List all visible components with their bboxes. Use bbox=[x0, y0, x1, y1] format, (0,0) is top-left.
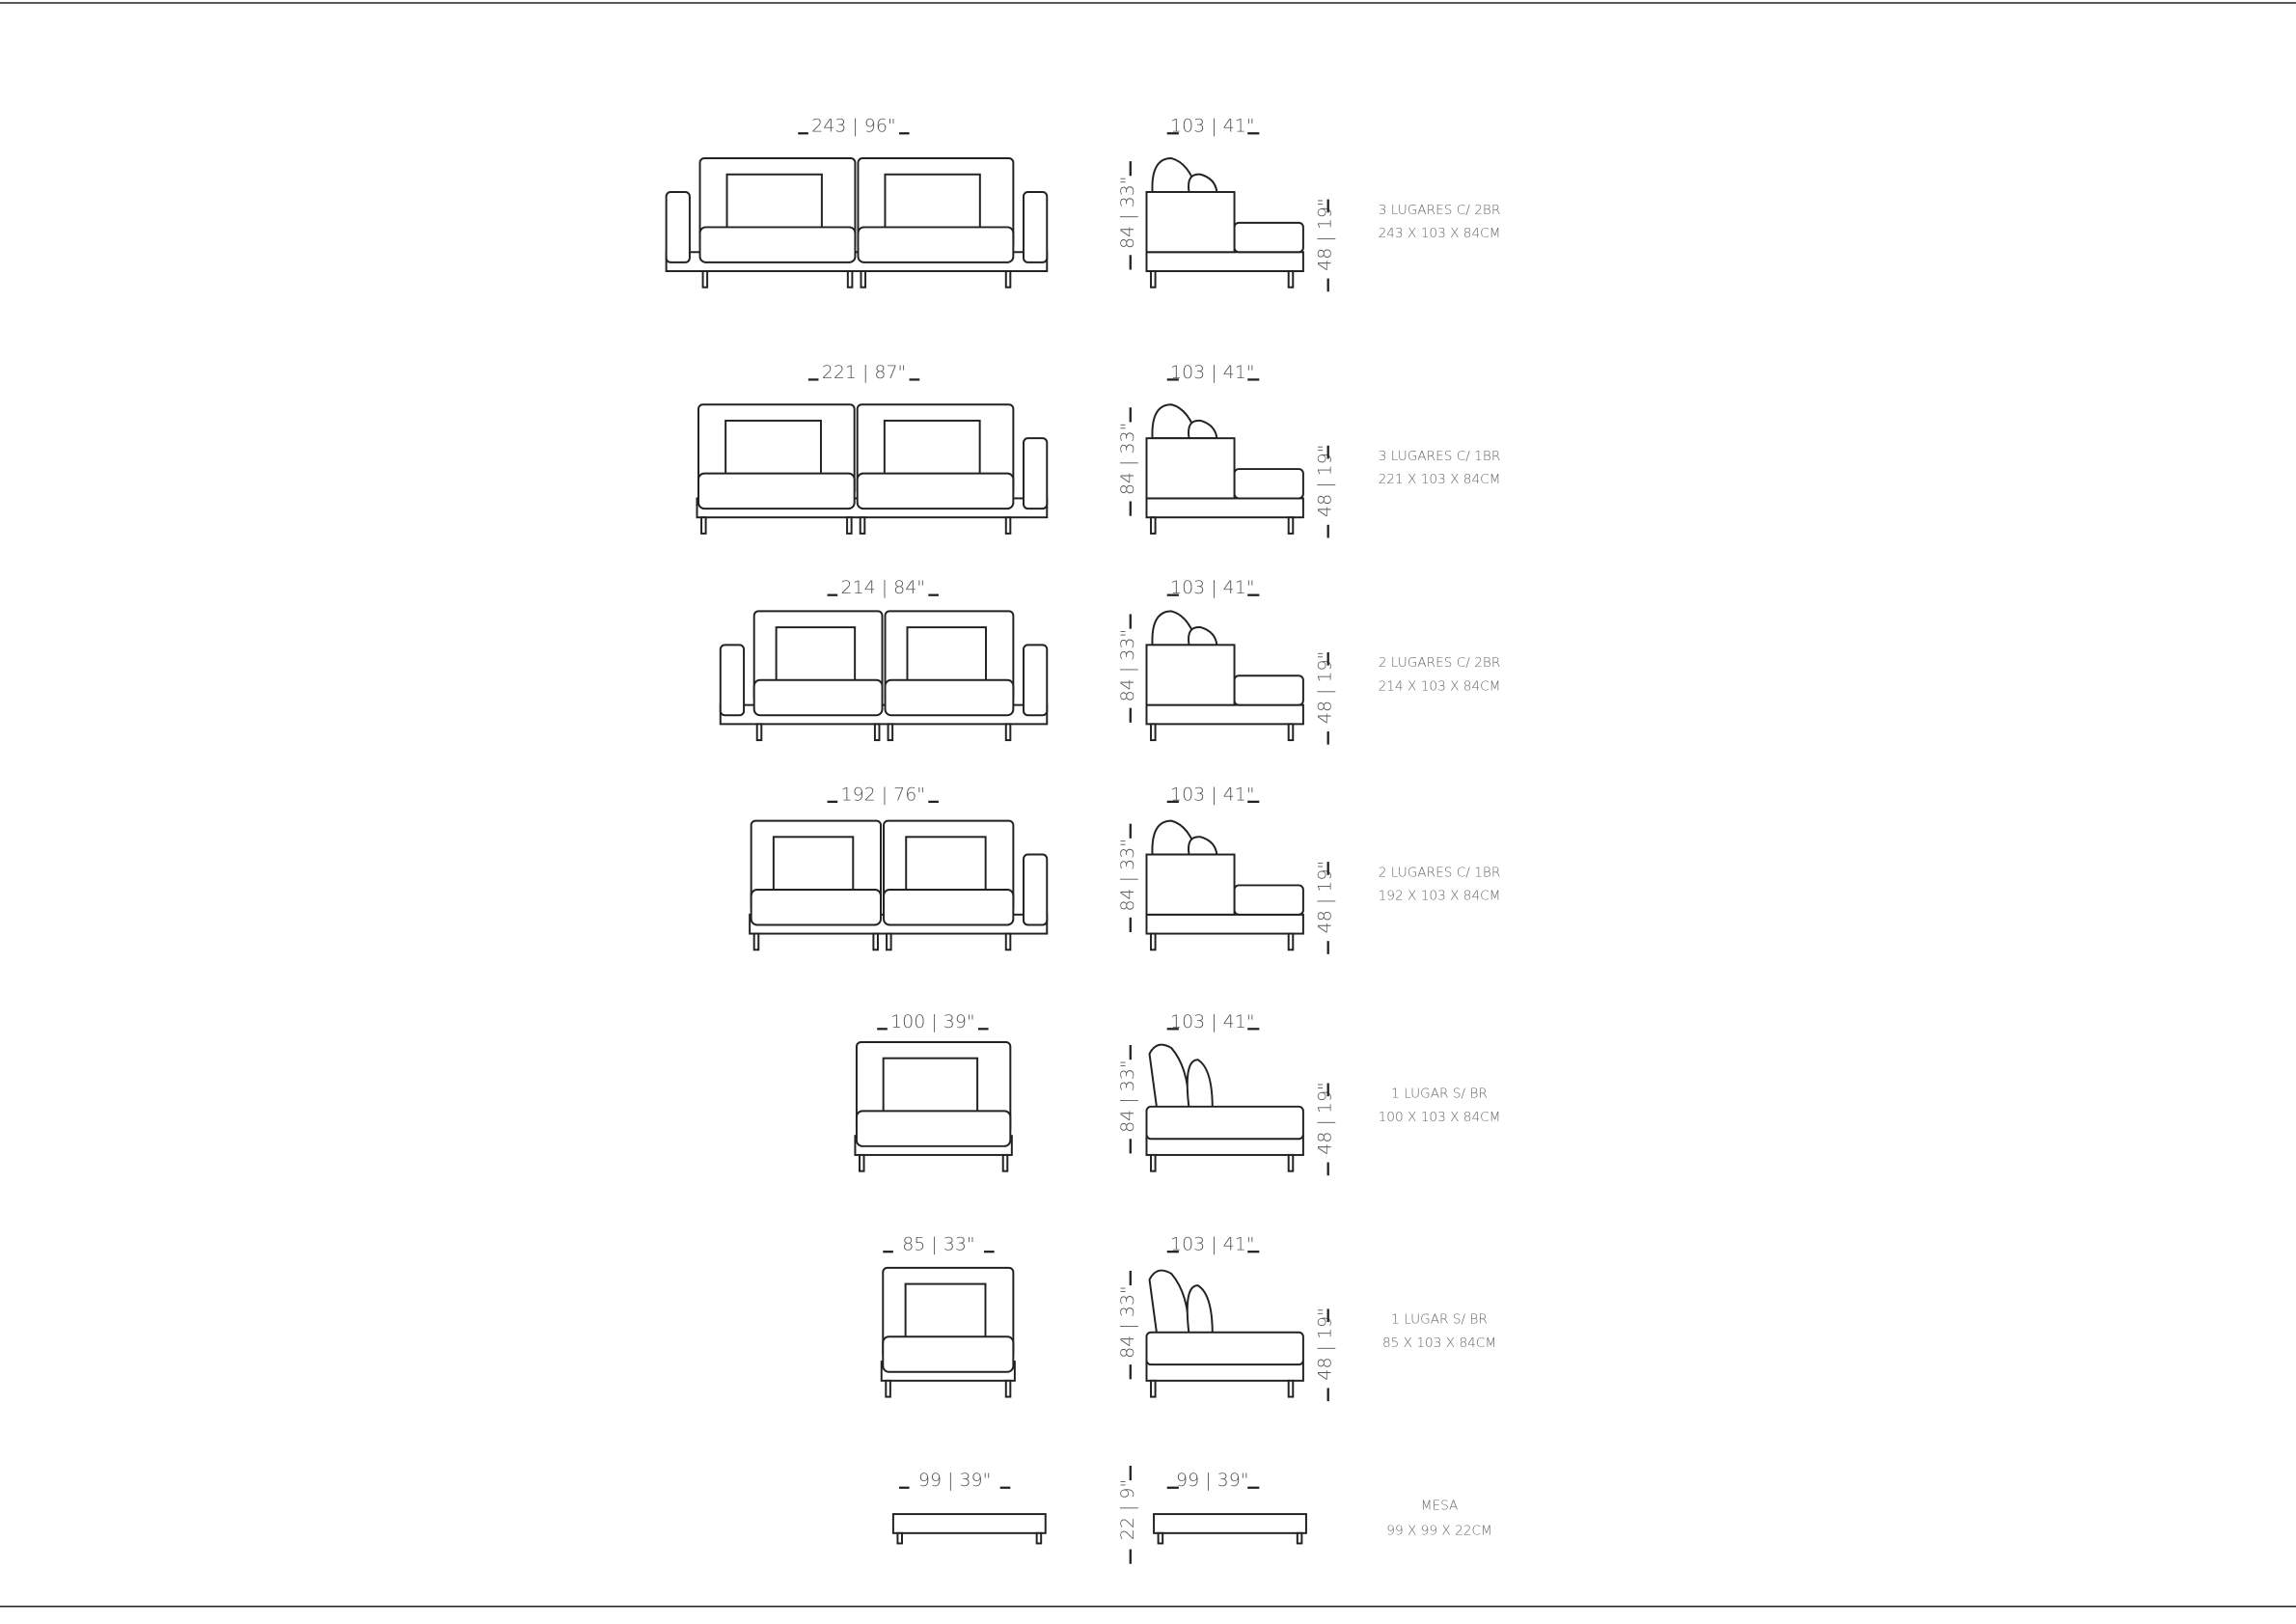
height-dimension-label: 84 | 33" bbox=[1117, 1060, 1138, 1132]
sofa-front-view bbox=[854, 1040, 1013, 1172]
product-name: 1 LUGAR S/ BR bbox=[1391, 1312, 1488, 1328]
seat-height-dimension-label: 48 | 19" bbox=[1315, 444, 1336, 516]
depth-dimension-label: 103 | 41" bbox=[1170, 784, 1254, 805]
product-row: 221 | 87" 103 | 41" 3 LUGARES C/ 1BR 221 X … bbox=[696, 362, 1501, 538]
product-name: 2 LUGARES C/ 2BR bbox=[1379, 655, 1501, 671]
product-size: 100 X 103 X 84CM bbox=[1379, 1110, 1501, 1125]
product-size: 221 X 103 X 84CM bbox=[1379, 472, 1501, 487]
height-dimension-label: 84 | 33" bbox=[1117, 177, 1138, 249]
height-dimension-label: 84 | 33" bbox=[1117, 423, 1138, 495]
height-dimension-label: 84 | 33" bbox=[1117, 839, 1138, 911]
sofa-front-view bbox=[665, 157, 1049, 289]
product-size: 192 X 103 X 84CM bbox=[1379, 889, 1501, 904]
product-row: 192 | 76" 103 | 41" 2 LUGARES C/ 1BR 192 X … bbox=[749, 784, 1501, 954]
depth-dimension-label: 99 | 39" bbox=[1176, 1470, 1248, 1491]
product-size: 99 X 99 X 22CM bbox=[1386, 1523, 1491, 1538]
width-dimension-label: 243 | 96" bbox=[811, 116, 895, 137]
sofa-side-view bbox=[1145, 157, 1304, 289]
product-name: 2 LUGARES C/ 1BR bbox=[1379, 865, 1501, 880]
width-dimension-label: 100 | 39" bbox=[890, 1011, 974, 1032]
seat-height-dimension-label: 48 | 19" bbox=[1315, 1082, 1336, 1154]
height-dimension-label: 84 | 33" bbox=[1117, 629, 1138, 702]
seat-height-dimension-label: 48 | 19" bbox=[1315, 651, 1336, 724]
product-name: 3 LUGARES C/ 2BR bbox=[1379, 203, 1501, 218]
sofa-side-view bbox=[1145, 610, 1304, 742]
sofa-front-view bbox=[719, 610, 1049, 742]
product-row: 243 | 96" 103 | 41" 3 LUGARES C/ 2BR 243 X … bbox=[665, 116, 1501, 292]
sofa-side-view bbox=[1145, 1043, 1304, 1172]
product-row: 214 | 84" 103 | 41" 2 LUGARES C/ 2BR 214 X … bbox=[719, 577, 1501, 745]
table-side-view bbox=[1153, 1513, 1307, 1545]
product-name: 1 LUGAR S/ BR bbox=[1391, 1087, 1488, 1102]
product-size: 214 X 103 X 84CM bbox=[1379, 678, 1501, 694]
table-front-view bbox=[891, 1513, 1047, 1545]
height-dimension-label: 22 | 9" bbox=[1117, 1479, 1138, 1540]
product-row: 99 | 39" 99 | 39" MESA 99 X 99 X 22CM 22 | 9… bbox=[891, 1465, 1492, 1564]
seat-height-dimension-label: 48 | 19" bbox=[1315, 861, 1336, 933]
sofa-front-view bbox=[749, 819, 1049, 951]
product-name: 3 LUGARES C/ 1BR bbox=[1379, 449, 1501, 464]
depth-dimension-label: 103 | 41" bbox=[1170, 577, 1254, 598]
depth-dimension-label: 103 | 41" bbox=[1170, 1011, 1254, 1032]
product-row: 85 | 33" 103 | 41" 1 LUGAR S/ BR 85 X 103 X… bbox=[880, 1234, 1496, 1402]
height-dimension-label: 84 | 33" bbox=[1117, 1285, 1138, 1358]
width-dimension-label: 99 | 39" bbox=[918, 1470, 991, 1491]
width-dimension-label: 85 | 33" bbox=[902, 1234, 974, 1255]
width-dimension-label: 214 | 84" bbox=[841, 577, 925, 598]
sofa-front-view bbox=[880, 1266, 1016, 1398]
width-dimension-label: 192 | 76" bbox=[841, 784, 925, 805]
product-size: 243 X 103 X 84CM bbox=[1379, 226, 1501, 241]
depth-dimension-label: 103 | 41" bbox=[1170, 362, 1254, 383]
sofa-side-view bbox=[1145, 403, 1304, 535]
product-size: 85 X 103 X 84CM bbox=[1382, 1335, 1496, 1351]
sofa-side-view bbox=[1145, 1269, 1304, 1398]
depth-dimension-label: 103 | 41" bbox=[1170, 1234, 1254, 1255]
seat-height-dimension-label: 48 | 19" bbox=[1315, 198, 1336, 270]
sofa-front-view bbox=[696, 403, 1049, 535]
product-name: MESA bbox=[1421, 1499, 1459, 1514]
sofa-side-view bbox=[1145, 819, 1304, 951]
width-dimension-label: 221 | 87" bbox=[822, 362, 906, 383]
product-row: 100 | 39" 103 | 41" 1 LUGAR S/ BR 100 X 103… bbox=[854, 1011, 1501, 1176]
depth-dimension-label: 103 | 41" bbox=[1170, 116, 1254, 137]
seat-height-dimension-label: 48 | 19" bbox=[1315, 1307, 1336, 1380]
